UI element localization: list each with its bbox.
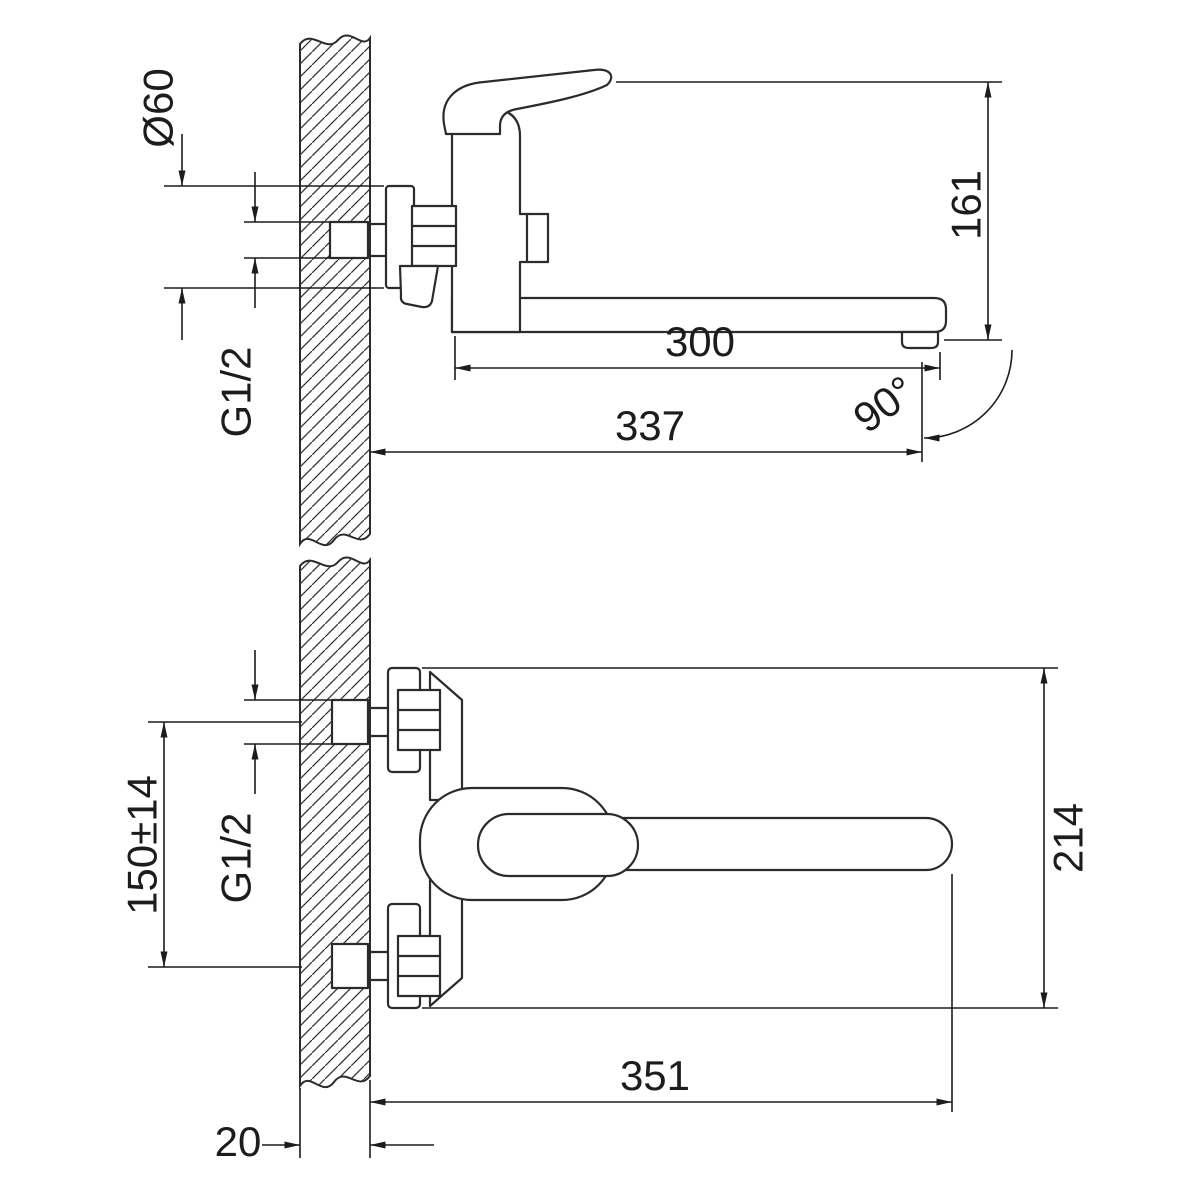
- dim-diameter-extensions: [164, 185, 384, 289]
- dimensions-front-view: 150±14 G1/2 214 351 20: [119, 650, 1092, 1165]
- wall-extension-lines: [299, 1080, 371, 1158]
- nut-facets-top: [396, 708, 442, 732]
- dim-diameter-label: Ø60: [135, 68, 182, 147]
- mounting-nut-top: [396, 688, 442, 752]
- diverter-tab: [398, 264, 440, 309]
- lever-handle-front: [476, 812, 640, 878]
- dim-height-label-side: 161: [943, 170, 990, 240]
- faucet-side-view: [328, 68, 948, 350]
- dim-reach-label: 337: [615, 402, 685, 449]
- inwall-fitting-top: [330, 698, 370, 746]
- mounting-nut-side: [410, 204, 458, 268]
- dim-centers-label: 150±14: [119, 775, 166, 915]
- thread-nipples-front: [366, 706, 400, 982]
- mounting-nut-bottom: [396, 934, 442, 998]
- dim-length-label: 351: [620, 1052, 690, 1099]
- nut-facets-bottom: [396, 954, 442, 978]
- wall-hatch-upper: [299, 34, 371, 548]
- dim-height-extensions-side: [616, 81, 1002, 341]
- thread-nipple-side: [368, 222, 388, 258]
- swivel-arc: [923, 349, 1013, 442]
- nut-facets-side: [410, 224, 458, 248]
- faucet-front-view: [330, 666, 954, 1010]
- dim-wall-label: 20: [215, 1118, 262, 1165]
- wall-hatch-lower: [299, 556, 371, 1090]
- dim-centers-extensions: [148, 721, 302, 968]
- wall-section: [299, 34, 371, 1158]
- inwall-fitting-bottom: [330, 942, 370, 990]
- aerator: [900, 330, 940, 350]
- dim-spout-label: 300: [665, 318, 735, 365]
- dim-thread-label-front: G1/2: [213, 812, 260, 903]
- inwall-fitting-side: [328, 220, 370, 260]
- dim-spout-extensions: [454, 336, 941, 380]
- dim-thread-extensions-front: [244, 699, 332, 745]
- dim-swivel-label: 90°: [845, 366, 924, 441]
- dim-height-label-front: 214: [1045, 803, 1092, 873]
- lever-handle-side: [442, 68, 613, 136]
- dim-thread-label-side: G1/2: [213, 346, 260, 437]
- dimensions-side-view: Ø60 G1/2 161 300 90° 337: [135, 68, 1013, 462]
